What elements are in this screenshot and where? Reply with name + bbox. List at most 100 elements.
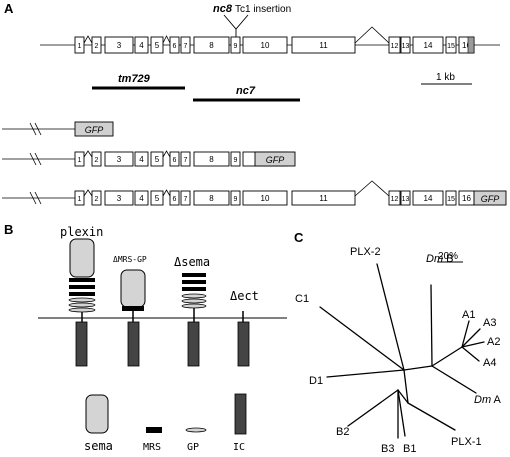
exon-number: 8 (209, 155, 214, 164)
exon-number: 16 (462, 41, 471, 50)
gp-domain (68, 302, 96, 308)
tree-leaf-labels: PLX-2 Dm B C1 A1 A3 A2 A4 D1 Dm A B2 B3 … (295, 246, 502, 455)
exon-box (291, 190, 356, 206)
tree-scale-label: 20% (438, 251, 458, 262)
panel-a-label: A (4, 1, 14, 16)
mrs-domain (69, 278, 95, 282)
exon-number: 12 (391, 43, 399, 50)
exon-number: 6 (173, 43, 177, 50)
exon-box (242, 190, 288, 206)
exon-number: 8 (209, 41, 214, 50)
exon-box (104, 151, 134, 167)
exon-number: 7 (184, 196, 188, 203)
mrs-domain (182, 273, 206, 277)
legend-ic-label: IC (233, 442, 245, 453)
exon-box (242, 36, 288, 54)
exon-number: 15 (447, 43, 455, 50)
intron-line (83, 189, 93, 197)
exon-box (180, 36, 191, 54)
exon-box (230, 190, 241, 206)
construct-dect (237, 311, 250, 367)
exon-number: 3 (117, 194, 122, 203)
construct-dmrs-gp-label: ΔMRS-GP (113, 255, 147, 264)
gp-domain (68, 297, 96, 303)
exon-box (91, 190, 102, 206)
construct-exon10-gfp: 12345678910GFP (2, 150, 296, 167)
branch-plx1 (407, 402, 456, 431)
exon-box (445, 36, 457, 54)
break-mark (29, 122, 42, 136)
gfp-label: GFP (481, 194, 500, 204)
exon-number: 15 (447, 196, 455, 203)
gfp-box (74, 121, 114, 137)
intron-line (83, 150, 93, 158)
exon-number: 2 (95, 43, 99, 50)
exon-number: 3 (117, 41, 122, 50)
exon-box (104, 36, 134, 54)
scale-bar-label: 1 kb (436, 72, 455, 83)
exon-box (134, 190, 149, 206)
mrs-domain (69, 285, 95, 289)
exon-box (180, 190, 191, 206)
exon-number: 5 (155, 41, 160, 50)
exon-number: 5 (155, 155, 160, 164)
break-mark (29, 191, 42, 205)
gfp-label: GFP (85, 125, 104, 135)
branch-internal (431, 346, 463, 367)
intron-line (162, 35, 171, 44)
leaf-dma: Dm A (474, 394, 502, 406)
exon-number: 2 (95, 157, 99, 164)
panel-b-label: B (4, 222, 13, 237)
exon-box (134, 36, 149, 54)
exon-box (388, 36, 401, 54)
exon-box (91, 36, 102, 54)
exon-box (134, 151, 149, 167)
branch-internal (403, 369, 409, 404)
exon-number: 9 (234, 157, 238, 164)
ic-domain (237, 321, 250, 367)
branch-plx2 (376, 263, 405, 371)
exon-number: 3 (117, 155, 122, 164)
branch-internal (403, 365, 433, 371)
exon-box (74, 190, 85, 206)
exon-box (400, 190, 411, 206)
branch-b1 (397, 389, 406, 437)
insertion-gene-label: nc8 (213, 3, 233, 15)
construct-dsema-label: Δsema (174, 255, 210, 269)
gfp-label: GFP (266, 155, 285, 165)
branch-a1 (461, 320, 470, 348)
branch-d1 (326, 369, 405, 378)
intron-line (83, 35, 93, 44)
ic-domain (187, 321, 200, 367)
branch-a2 (461, 341, 485, 348)
exon-number: 13 (402, 43, 410, 50)
mrs-domain (182, 287, 206, 291)
construct-plexin (68, 238, 96, 367)
phylogenetic-tree (319, 263, 485, 439)
exon-number: 4 (139, 194, 144, 203)
insertion-text: Tc1 insertion (235, 4, 291, 15)
leaf-d1: D1 (309, 375, 323, 387)
exon-number: 11 (319, 194, 328, 203)
exon-box (291, 36, 356, 54)
exon-number: 1 (78, 157, 82, 164)
mrs-domain (69, 292, 95, 296)
mrs-domain (182, 280, 206, 284)
exon-box (169, 151, 180, 167)
exon-box (400, 36, 411, 54)
utr-tail (467, 36, 475, 54)
exon-number: 1 (78, 43, 82, 50)
exon-number: 13 (402, 196, 410, 203)
sema-domain (69, 238, 95, 278)
legend-sema-swatch (85, 394, 109, 434)
exon-box (169, 36, 180, 54)
leaf-a4: A4 (483, 357, 496, 369)
exon-number: 11 (319, 41, 328, 50)
exon-box (74, 36, 85, 54)
exon-box (104, 190, 134, 206)
exon-box (230, 36, 241, 54)
intron-line (354, 180, 390, 197)
construct-dsema (181, 273, 207, 367)
exon-number: 6 (173, 157, 177, 164)
